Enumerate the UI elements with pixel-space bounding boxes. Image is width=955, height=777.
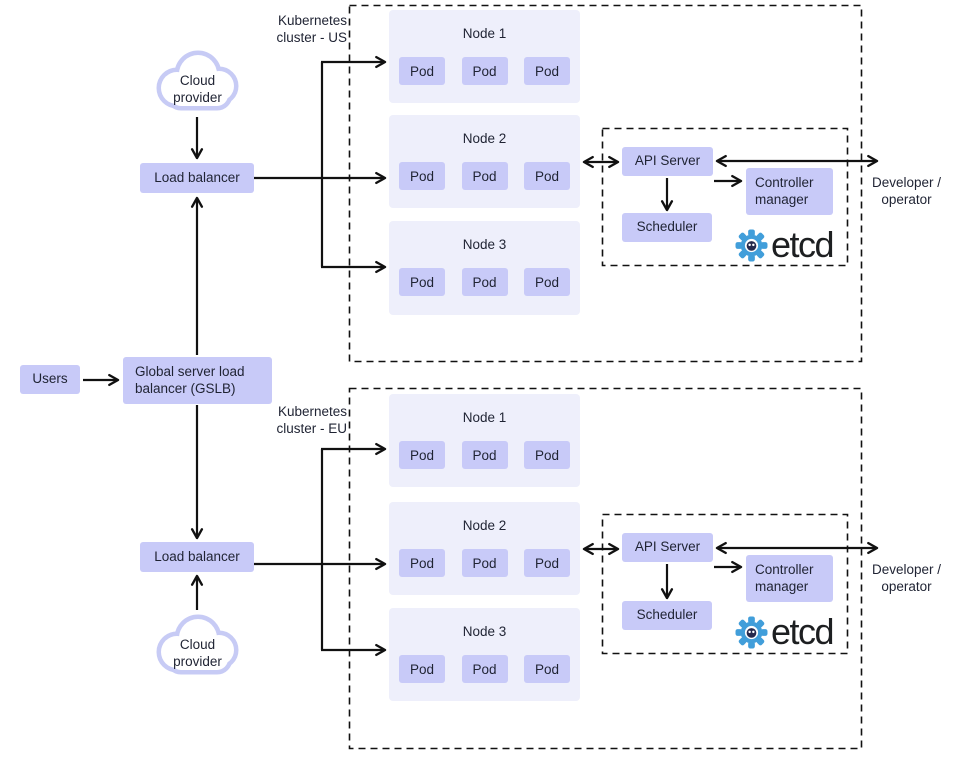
node-title: Node 2: [462, 131, 507, 146]
users-box: Users: [20, 365, 80, 394]
pod: Pod: [524, 268, 570, 296]
etcd-wordmark: etcd: [771, 224, 835, 265]
cluster-label-us-line1: Kubernetes: [277, 13, 347, 28]
pod: Pod: [399, 549, 445, 577]
cluster-label-eu-line1: Kubernetes: [277, 404, 347, 419]
pod-row: Pod Pod Pod: [399, 655, 570, 683]
pod-row: Pod Pod Pod: [399, 441, 570, 469]
scheduler-us-label: Scheduler: [636, 219, 698, 235]
pod: Pod: [461, 162, 508, 190]
pod: Pod: [399, 441, 445, 469]
load-balancer-us: Load balancer: [140, 163, 254, 193]
node-title: Node 3: [462, 624, 507, 639]
load-balancer-eu-label: Load balancer: [154, 548, 240, 564]
pod-row: Pod Pod Pod: [399, 268, 570, 296]
load-balancer-eu: Load balancer: [140, 542, 254, 572]
cloud-us-line1: Cloud: [179, 73, 216, 88]
cluster-label-us: Kubernetes cluster - US: [250, 12, 347, 46]
scheduler-eu: Scheduler: [622, 601, 712, 630]
developer-us-line1: Developer /: [871, 175, 942, 190]
cloud-provider-us-label: Cloud provider: [150, 73, 245, 106]
cluster-label-eu: Kubernetes cluster - EU: [250, 403, 347, 437]
developer-us-line2: operator: [881, 192, 932, 207]
cluster-label-eu-line2: cluster - EU: [276, 421, 347, 436]
pod: Pod: [461, 57, 508, 85]
pod-row: Pod Pod Pod: [399, 162, 570, 190]
node-title: Node 2: [462, 518, 507, 533]
node-2-eu: Node 2 Pod Pod Pod: [389, 502, 580, 595]
pod: Pod: [461, 655, 508, 683]
node-title: Node 1: [462, 26, 507, 41]
users-label: Users: [32, 371, 68, 387]
scheduler-eu-label: Scheduler: [636, 607, 698, 623]
etcd-gear-icon: [735, 616, 768, 649]
developer-eu-line2: operator: [881, 579, 932, 594]
pod: Pod: [461, 441, 508, 469]
cloud-eu-line2: provider: [173, 653, 222, 669]
api-server-us: API Server: [622, 147, 713, 176]
developer-operator-eu: Developer / operator: [858, 561, 955, 595]
cloud-provider-us: Cloud provider: [150, 48, 245, 115]
cloud-provider-eu: Cloud provider: [150, 612, 245, 679]
node-3-us: Node 3 Pod Pod Pod: [389, 221, 580, 315]
controller-manager-us: Controller manager: [746, 168, 833, 215]
pod: Pod: [524, 441, 570, 469]
pod: Pod: [399, 655, 445, 683]
api-server-us-label: API Server: [634, 153, 701, 169]
developer-operator-us: Developer / operator: [858, 174, 955, 208]
pod: Pod: [461, 268, 508, 296]
node-3-eu: Node 3 Pod Pod Pod: [389, 608, 580, 701]
gslb-box: Global server load balancer (GSLB): [123, 357, 272, 404]
scheduler-us: Scheduler: [622, 213, 712, 242]
api-server-eu-label: API Server: [634, 539, 701, 555]
gslb-label: Global server load balancer (GSLB): [135, 364, 245, 396]
api-server-eu: API Server: [622, 533, 713, 562]
pod: Pod: [524, 162, 570, 190]
cloud-provider-eu-label: Cloud provider: [150, 637, 245, 670]
pod: Pod: [399, 57, 445, 85]
etcd-gear-icon: [735, 229, 768, 262]
pod: Pod: [524, 655, 570, 683]
pod-row: Pod Pod Pod: [399, 57, 570, 85]
node-title: Node 1: [462, 410, 507, 425]
cluster-label-us-line2: cluster - US: [276, 30, 347, 45]
controller-manager-eu-label: Controller manager: [755, 562, 814, 594]
node-1-eu: Node 1 Pod Pod Pod: [389, 394, 580, 487]
pod: Pod: [399, 162, 445, 190]
etcd-wordmark: etcd: [771, 611, 835, 652]
pod: Pod: [524, 57, 570, 85]
controller-manager-us-label: Controller manager: [755, 175, 814, 207]
node-2-us: Node 2 Pod Pod Pod: [389, 115, 580, 208]
controller-manager-eu: Controller manager: [746, 555, 833, 602]
developer-eu-line1: Developer /: [871, 562, 942, 577]
cloud-eu-line1: Cloud: [179, 637, 216, 652]
cloud-us-line2: provider: [173, 89, 222, 105]
node-title: Node 3: [462, 237, 507, 252]
node-1-us: Node 1 Pod Pod Pod: [389, 10, 580, 103]
pod-row: Pod Pod Pod: [399, 549, 570, 577]
load-balancer-us-label: Load balancer: [154, 169, 240, 185]
pod: Pod: [461, 549, 508, 577]
pod: Pod: [399, 268, 445, 296]
pod: Pod: [524, 549, 570, 577]
